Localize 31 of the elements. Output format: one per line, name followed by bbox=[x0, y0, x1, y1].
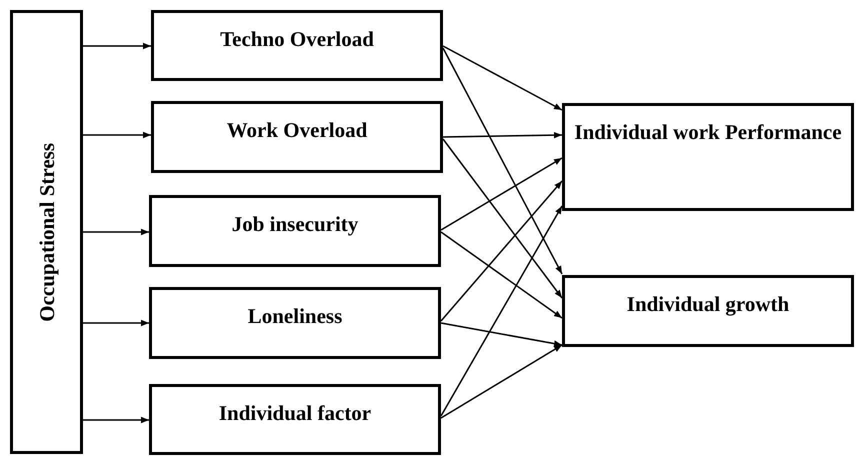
process-box bbox=[149, 384, 441, 455]
arrow bbox=[442, 132, 562, 138]
node-label: Loneliness bbox=[246, 303, 344, 330]
arrow bbox=[440, 344, 562, 419]
arrow bbox=[83, 320, 149, 326]
node-label: Job insecurity bbox=[230, 211, 360, 238]
process-box bbox=[149, 287, 441, 359]
arrow bbox=[442, 138, 563, 298]
node-label: Techno Overload bbox=[219, 26, 375, 53]
arrow bbox=[442, 48, 563, 274]
arrow bbox=[83, 228, 149, 236]
arrow bbox=[83, 42, 151, 50]
node-label: Individual work Performance bbox=[573, 119, 843, 146]
node-label: Individual factor bbox=[218, 400, 372, 427]
arrow bbox=[83, 132, 151, 138]
arrow bbox=[440, 206, 563, 416]
vertical-box bbox=[10, 10, 83, 454]
process-box bbox=[562, 275, 854, 347]
node-label: Occupational Stress bbox=[34, 142, 60, 322]
arrow bbox=[440, 231, 562, 319]
process-box bbox=[562, 103, 854, 211]
arrow bbox=[440, 180, 563, 322]
node-label: Work Overload bbox=[226, 117, 368, 144]
node-label: Individual growth bbox=[626, 291, 790, 318]
arrow bbox=[83, 416, 149, 424]
process-box bbox=[149, 195, 441, 267]
arrow bbox=[440, 157, 562, 231]
process-box bbox=[151, 10, 443, 81]
arrow bbox=[440, 322, 562, 347]
arrow bbox=[442, 45, 562, 111]
process-box bbox=[151, 101, 443, 173]
